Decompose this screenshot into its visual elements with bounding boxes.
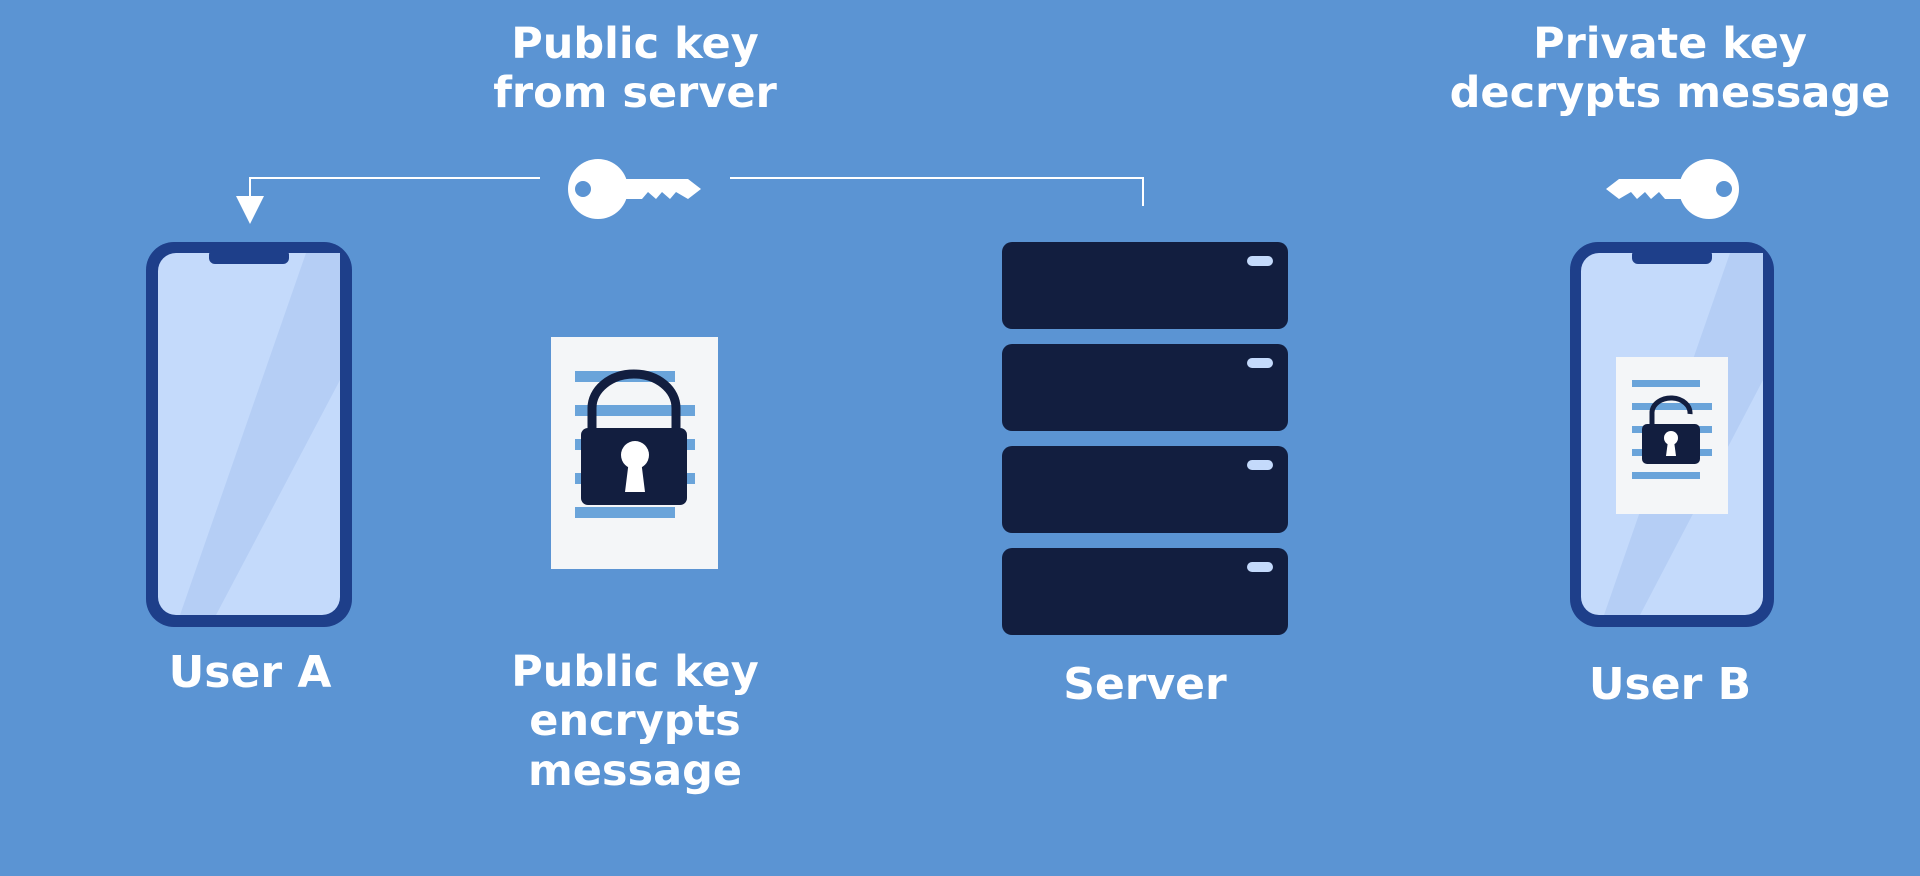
label-line: Public key bbox=[511, 647, 759, 697]
label-private-key-decrypts: Private key decrypts message bbox=[1440, 19, 1900, 119]
public-key-flow-arrow bbox=[236, 177, 1144, 224]
unlocked-padlock-icon bbox=[1642, 395, 1700, 464]
label-line: decrypts message bbox=[1449, 68, 1891, 119]
server-icon bbox=[1002, 242, 1288, 635]
label-public-key-from-server: Public key from server bbox=[435, 19, 835, 119]
label-line: Public key bbox=[511, 19, 759, 69]
public-key-icon bbox=[568, 159, 701, 219]
phone-user-a bbox=[146, 242, 352, 627]
private-key-icon bbox=[1606, 159, 1739, 219]
label-public-key-encrypts: Public key encrypts message bbox=[435, 647, 835, 796]
label-line: Private key bbox=[1533, 19, 1807, 69]
label-user-a: User A bbox=[168, 647, 332, 698]
label-line: from server bbox=[493, 68, 777, 119]
label-server: Server bbox=[1063, 659, 1227, 710]
label-line: message bbox=[527, 745, 743, 796]
label-line: encrypts bbox=[529, 696, 741, 747]
locked-padlock-icon bbox=[581, 369, 687, 505]
label-user-b: User B bbox=[1588, 659, 1752, 710]
